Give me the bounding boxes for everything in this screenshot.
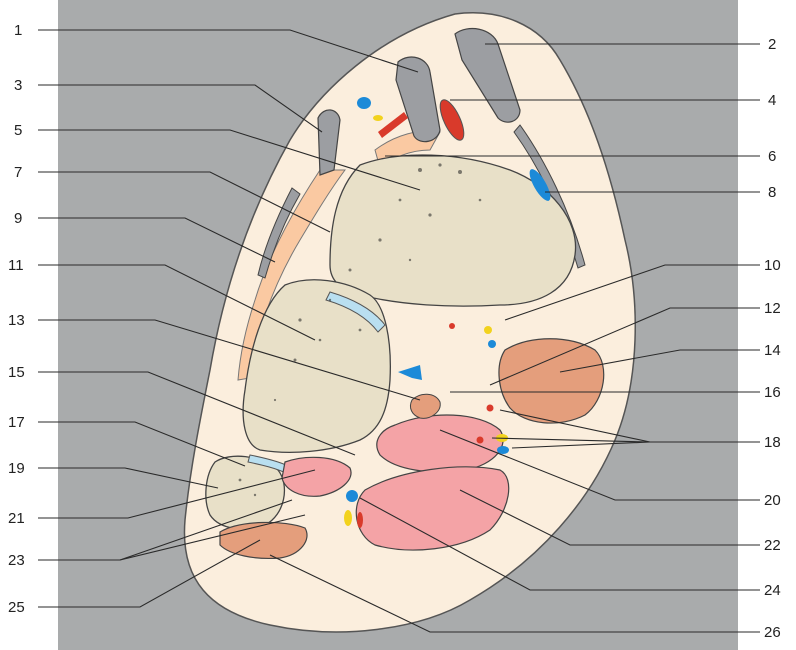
vein-lateral-plantar <box>346 490 358 502</box>
label-23: 23 <box>8 552 25 569</box>
label-3: 3 <box>14 77 22 94</box>
muscle-lower-left <box>220 522 307 558</box>
muscle-quadratus <box>499 339 604 423</box>
artery-plantar-1 <box>487 405 494 412</box>
label-8: 8 <box>768 184 776 201</box>
label-10: 10 <box>764 257 781 274</box>
label-9: 9 <box>14 210 22 227</box>
label-17: 17 <box>8 414 25 431</box>
artery-plantar-2 <box>477 437 484 444</box>
nerve-tibial-1 <box>484 326 492 334</box>
label-15: 15 <box>8 364 25 381</box>
label-22: 22 <box>764 537 781 554</box>
label-7: 7 <box>14 164 22 181</box>
label-24: 24 <box>764 582 781 599</box>
label-1: 1 <box>14 22 22 39</box>
vein-top-left <box>357 97 371 109</box>
vein-tibial-1 <box>488 340 496 348</box>
label-14: 14 <box>764 342 781 359</box>
artery-lateral-plantar <box>357 512 363 528</box>
nerve-lateral-plantar <box>344 510 352 526</box>
label-13: 13 <box>8 312 25 329</box>
label-16: 16 <box>764 384 781 401</box>
label-6: 6 <box>768 148 776 165</box>
vein-plantar <box>497 446 509 454</box>
label-4: 4 <box>768 92 776 109</box>
label-5: 5 <box>14 122 22 139</box>
label-11: 11 <box>8 257 24 274</box>
nerve-top-left <box>373 115 383 121</box>
label-19: 19 <box>8 460 25 477</box>
labels-right: 2 4 6 8 10 12 14 16 18 20 22 24 26 <box>764 36 781 641</box>
label-2: 2 <box>768 36 776 53</box>
label-25: 25 <box>8 599 25 616</box>
label-18: 18 <box>764 434 781 451</box>
label-20: 20 <box>764 492 781 509</box>
artery-small-mid <box>449 323 455 329</box>
label-26: 26 <box>764 624 781 641</box>
label-21: 21 <box>8 510 25 527</box>
labels-left: 1 3 5 7 9 11 13 15 17 19 21 23 25 <box>8 22 25 616</box>
label-12: 12 <box>764 300 781 317</box>
